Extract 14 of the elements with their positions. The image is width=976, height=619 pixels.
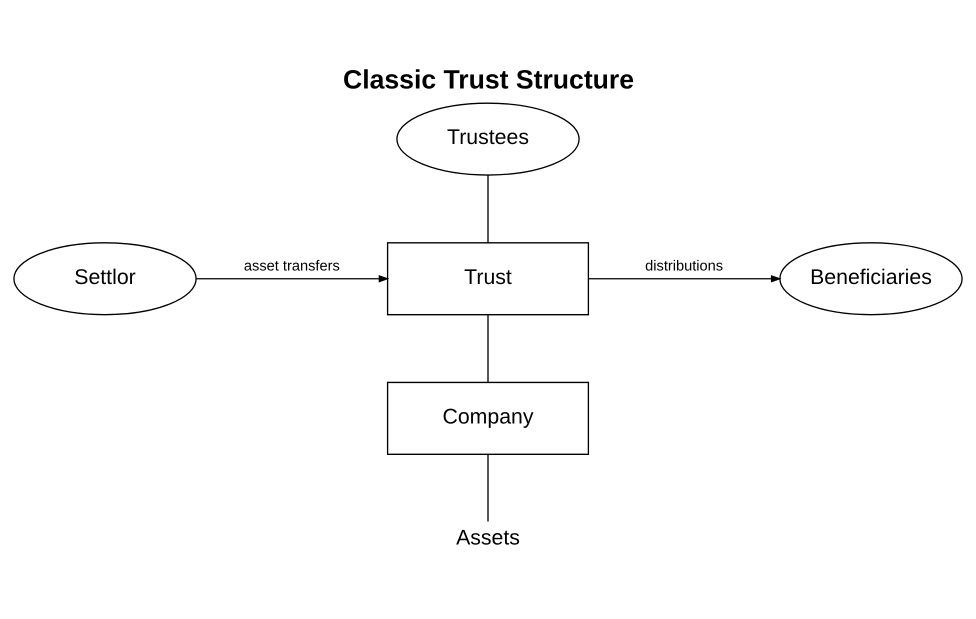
arrow	[588, 274, 782, 282]
node-box: Trust	[386, 242, 590, 315]
node-ellipse: Trustees	[396, 102, 580, 176]
diagram-title: Classic Trust Structure	[343, 64, 634, 94]
node-ellipse: Beneficiaries	[779, 242, 963, 315]
connector	[487, 314, 489, 382]
node-ellipse: Settlor	[13, 242, 197, 315]
node-text: Assets	[456, 524, 520, 549]
arrow	[196, 274, 390, 282]
connector	[487, 174, 489, 242]
edge-label: asset transfers	[244, 258, 340, 274]
connector	[487, 454, 489, 521]
node-box: Company	[386, 381, 590, 454]
edge-label: distributions	[645, 258, 724, 274]
